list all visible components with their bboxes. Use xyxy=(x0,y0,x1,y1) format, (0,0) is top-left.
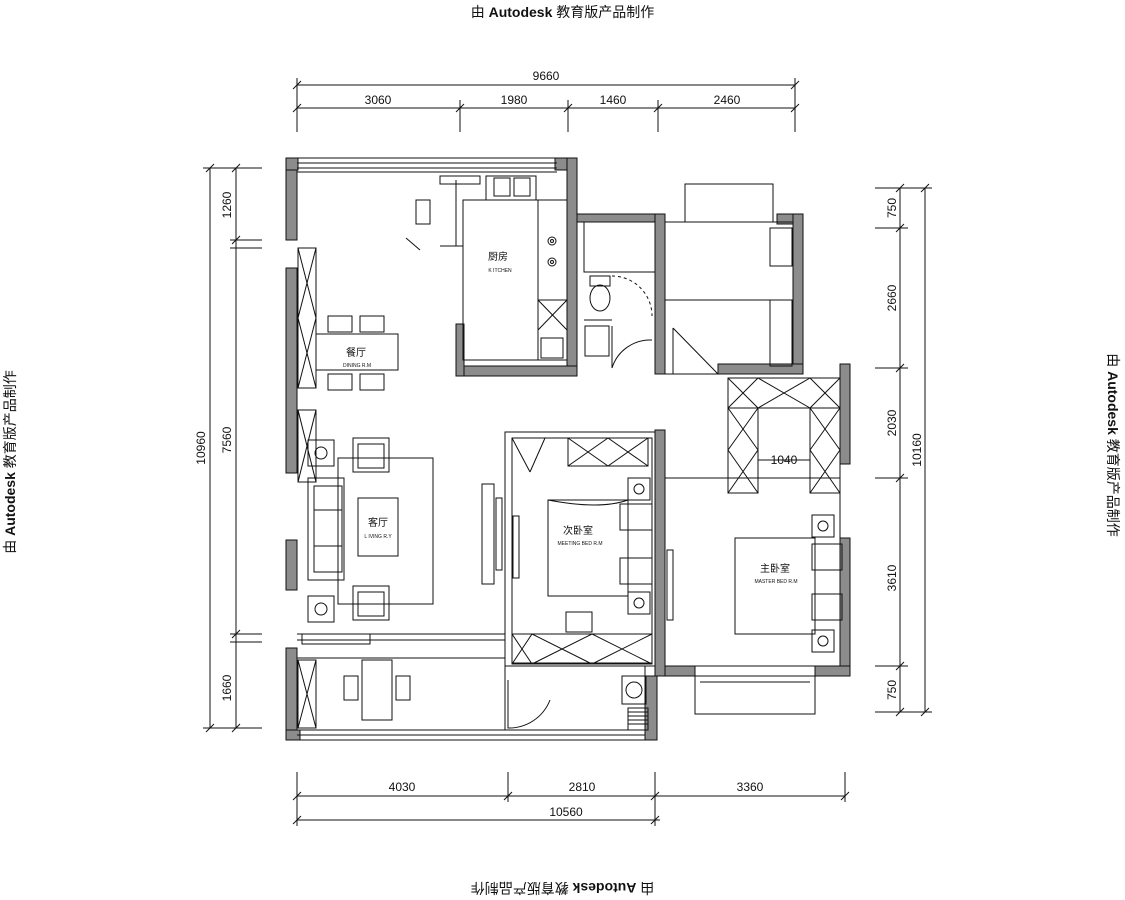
dim-left-seg-3: 1660 xyxy=(220,674,234,701)
second-bedroom-label: 次卧室 xyxy=(563,524,593,537)
dim-right-seg-3: 2030 xyxy=(885,409,899,436)
dim-left-seg-2: 7560 xyxy=(220,426,234,453)
dim-bottom-seg-1: 4030 xyxy=(389,780,416,794)
kitchen-label: 厨房 xyxy=(488,250,508,263)
master-bedroom-label-en: MASTER BED R.M xyxy=(754,579,797,585)
dim-closet-width: 1040 xyxy=(771,453,798,467)
dim-top-seg-4: 2460 xyxy=(714,93,741,107)
dim-top-seg-2: 1980 xyxy=(501,93,528,107)
dim-right-seg-4: 3610 xyxy=(885,564,899,591)
watermark-top: 由 Autodesk 教育版产品制作 xyxy=(0,2,1125,22)
dining-label: 餐厅 xyxy=(346,346,366,359)
right-dimensions xyxy=(875,183,932,717)
second-bedroom-label-en: MEETING BED R.M xyxy=(557,541,602,547)
dim-right-seg-2: 2660 xyxy=(885,284,899,311)
watermark-suffix: 教育版产品制作 xyxy=(556,4,655,20)
top-dimensions xyxy=(292,78,800,132)
room-outlines xyxy=(297,157,841,741)
dim-bottom-seg-3: 3360 xyxy=(737,780,764,794)
dim-bottom-total: 10560 xyxy=(549,805,583,819)
dim-right-total: 10160 xyxy=(910,433,924,467)
walls xyxy=(285,157,851,741)
dining-label-en: DINING R.M xyxy=(343,363,371,369)
dim-right-seg-5: 750 xyxy=(885,680,899,700)
living-label: 客厅 xyxy=(368,516,388,529)
dim-bottom-seg-2: 2810 xyxy=(569,780,596,794)
dim-left-seg-1: 1260 xyxy=(220,191,234,218)
dim-top-seg-1: 3060 xyxy=(365,93,392,107)
kitchen-label-en: K ITCHEN xyxy=(488,268,512,274)
watermark-prefix: 由 xyxy=(470,4,485,20)
watermark-brand: Autodesk xyxy=(488,4,553,20)
left-dimensions xyxy=(203,163,262,733)
living-label-en: L IVING R.Y xyxy=(364,534,392,540)
dim-top-seg-3: 1460 xyxy=(600,93,627,107)
dim-left-total: 10960 xyxy=(194,431,208,465)
master-bedroom-label: 主卧室 xyxy=(760,562,790,575)
dim-right-seg-1: 750 xyxy=(885,198,899,218)
dim-top-total: 9660 xyxy=(533,69,560,83)
bottom-dimensions xyxy=(292,772,850,826)
furniture xyxy=(307,175,843,731)
